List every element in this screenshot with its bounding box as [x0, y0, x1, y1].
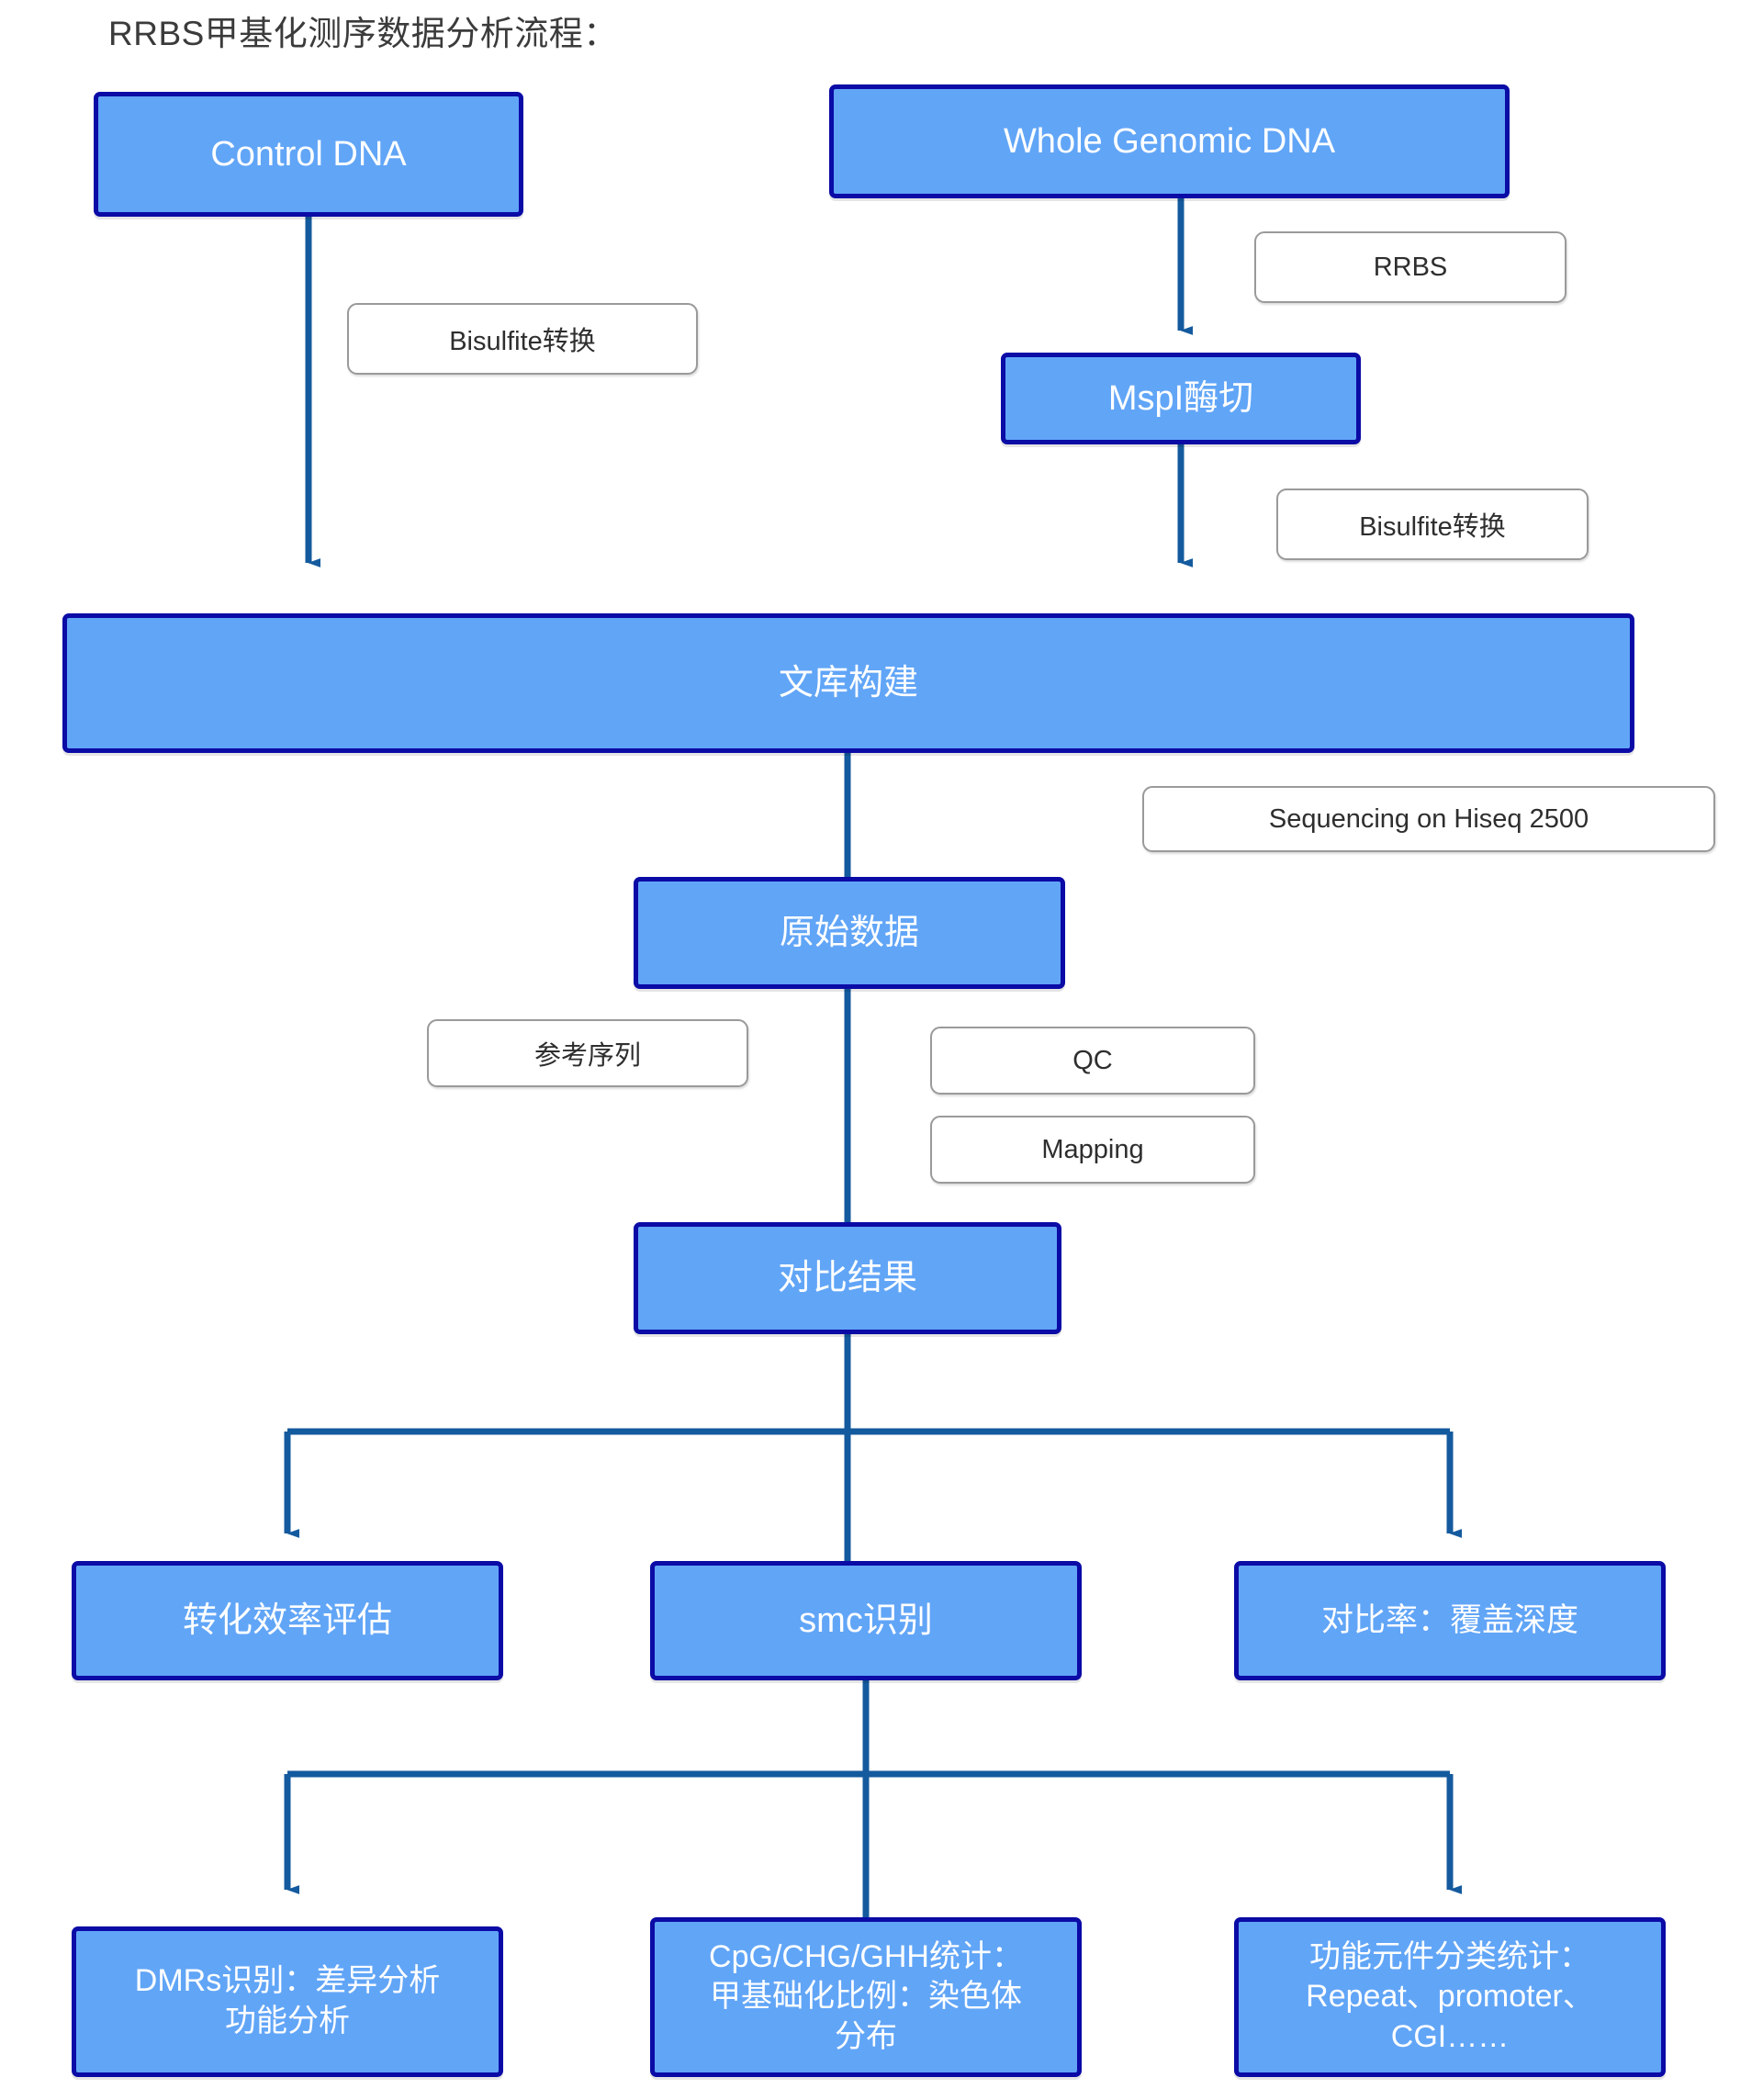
tag-rrbs-label: RRBS	[1373, 252, 1448, 282]
tag-sequencing[interactable]: Sequencing on Hiseq 2500	[1142, 786, 1715, 852]
tag-reference-sequence-label: 参考序列	[533, 1041, 641, 1071]
tag-bisulfite-right[interactable]: Bisulfite转换	[1276, 489, 1589, 560]
node-alignment-result-label: 对比结果	[777, 1258, 917, 1297]
node-dmrs[interactable]: DMRs识别：差异分析 功能分析	[72, 1926, 503, 2077]
node-raw-data[interactable]: 原始数据	[634, 877, 1065, 989]
node-alignment-result[interactable]: 对比结果	[634, 1222, 1061, 1334]
node-mapping-rate[interactable]: 对比率：覆盖深度	[1234, 1561, 1666, 1680]
node-smc-identification-label: smc识别	[799, 1600, 933, 1640]
tag-bisulfite-right-label: Bisulfite转换	[1359, 512, 1506, 542]
node-raw-data-label: 原始数据	[779, 913, 919, 952]
page-title: RRBS甲基化测序数据分析流程：	[108, 15, 618, 52]
node-whole-genomic-dna[interactable]: Whole Genomic DNA	[829, 84, 1510, 198]
tag-mapping-label: Mapping	[1041, 1134, 1144, 1164]
tag-qc-label: QC	[1072, 1045, 1113, 1075]
tag-mapping[interactable]: Mapping	[930, 1116, 1255, 1184]
node-mapping-rate-label: 对比率：覆盖深度	[1320, 1601, 1578, 1638]
node-library-construction[interactable]: 文库构建	[62, 613, 1634, 753]
tag-reference-sequence[interactable]: 参考序列	[427, 1019, 748, 1087]
tag-sequencing-label: Sequencing on Hiseq 2500	[1268, 803, 1589, 834]
node-dmrs-label: DMRs识别：差异分析 功能分析	[134, 1963, 441, 2038]
tag-qc[interactable]: QC	[930, 1027, 1255, 1095]
node-conversion-efficiency-label: 转化效率评估	[182, 1600, 392, 1640]
node-smc-identification[interactable]: smc识别	[650, 1561, 1082, 1680]
node-control-dna-label: Control DNA	[210, 134, 407, 174]
tag-rrbs[interactable]: RRBS	[1254, 231, 1566, 303]
node-control-dna[interactable]: Control DNA	[94, 92, 523, 217]
tag-bisulfite-left-label: Bisulfite转换	[449, 327, 596, 356]
node-mspi-digestion-label: MspI酶切	[1107, 378, 1254, 418]
node-mspi-digestion[interactable]: MspI酶切	[1001, 353, 1361, 444]
node-context-stats-label: CpG/CHG/GHH统计： 甲基础化比例：染色体 分布	[709, 1938, 1023, 2054]
node-conversion-efficiency[interactable]: 转化效率评估	[72, 1561, 503, 1680]
node-functional-elements[interactable]: 功能元件分类统计： Repeat、promoter、 CGI……	[1234, 1917, 1666, 2077]
tag-bisulfite-left[interactable]: Bisulfite转换	[347, 303, 698, 375]
node-context-stats[interactable]: CpG/CHG/GHH统计： 甲基础化比例：染色体 分布	[650, 1917, 1082, 2077]
node-library-construction-label: 文库构建	[778, 663, 918, 702]
node-functional-elements-label: 功能元件分类统计： Repeat、promoter、 CGI……	[1306, 1938, 1594, 2054]
node-whole-genomic-dna-label: Whole Genomic DNA	[1003, 121, 1336, 161]
